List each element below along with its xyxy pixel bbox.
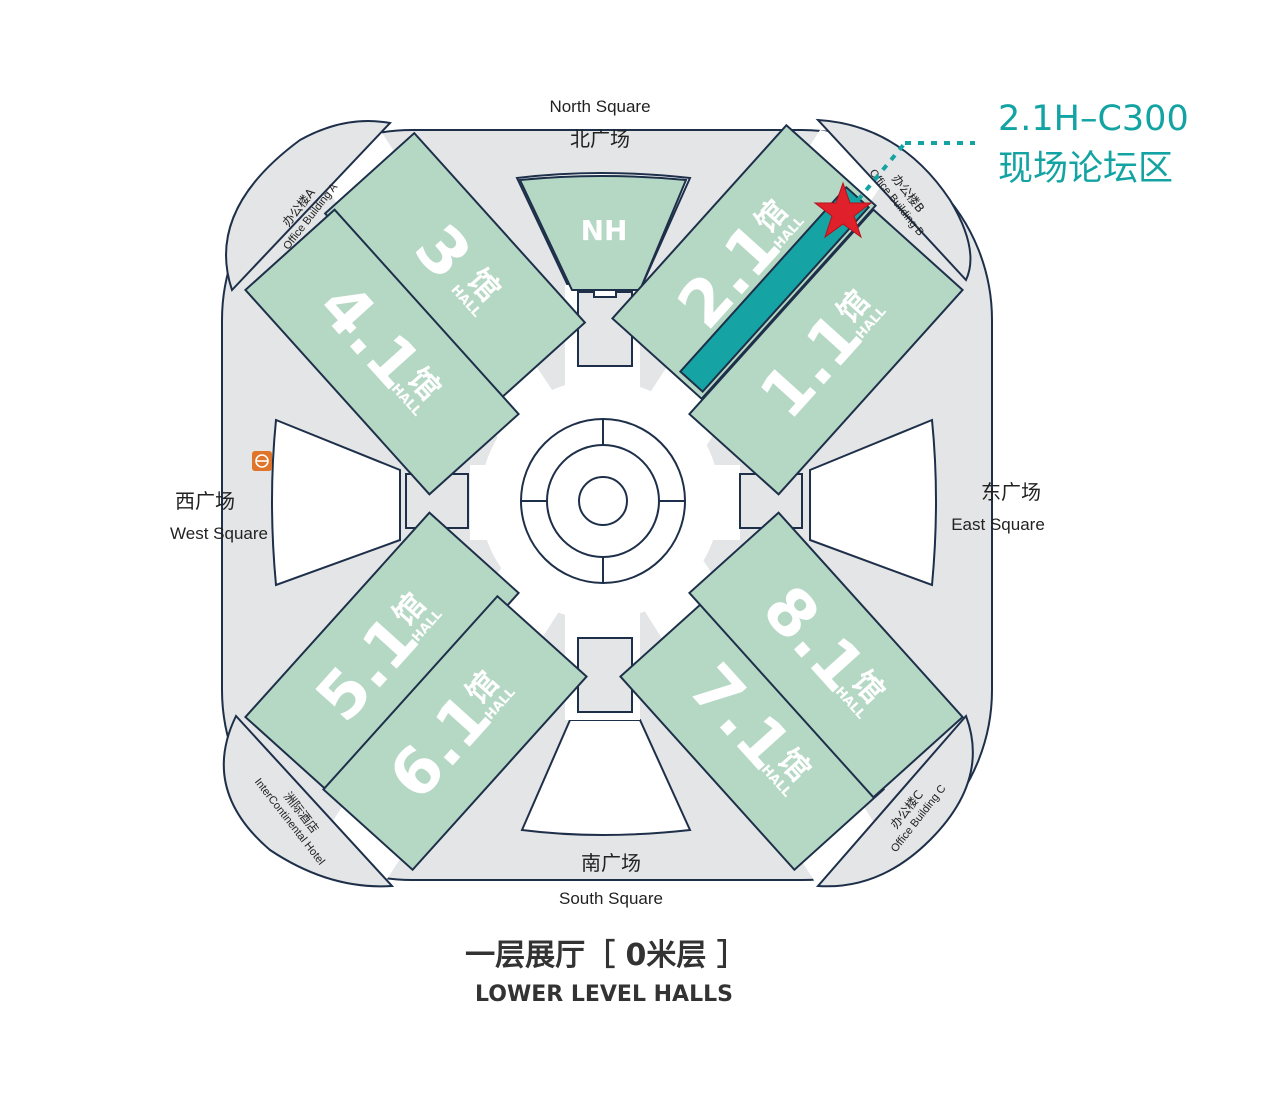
- callout-booth: 2.1H–C300: [998, 99, 1189, 139]
- east-square-zh: 东广场: [981, 480, 1041, 504]
- west-square-zh: 西广场: [175, 489, 235, 513]
- central-rotunda: [520, 418, 686, 584]
- corner-buildings: [222, 118, 974, 888]
- floor-title-en: LOWER LEVEL HALLS: [475, 982, 733, 1007]
- east-square-en: East Square: [951, 515, 1045, 534]
- hall-4-1-block: [243, 208, 521, 496]
- north-square-zh: 北广场: [570, 127, 630, 151]
- hall-2-1-block: [611, 123, 877, 401]
- office-building-c[interactable]: [815, 714, 974, 888]
- hall-8-1-block: [687, 511, 965, 799]
- office-building-b[interactable]: [815, 118, 972, 282]
- highlighted-forum-zone[interactable]: [678, 185, 871, 394]
- hall-6-1-block: [322, 594, 588, 872]
- hall-1-1-block: [687, 208, 965, 496]
- office-building-a[interactable]: [225, 120, 393, 292]
- floor-title-zh: 一层展厅［ 0米层 ］: [465, 938, 747, 973]
- callout-area: 现场论坛区: [998, 149, 1173, 189]
- intercontinental-hotel[interactable]: [222, 714, 395, 888]
- west-square-en: West Square: [170, 524, 268, 543]
- halls-layer: 3馆HALL4.1馆HALL2.1馆HALL1.1馆HALL5.1馆HALL6.…: [243, 123, 965, 872]
- north-square-en: North Square: [549, 97, 650, 116]
- metro-icon: [252, 451, 272, 471]
- south-square-en: South Square: [559, 889, 663, 908]
- hall-nh[interactable]: NH: [518, 175, 688, 291]
- south-square-zh: 南广场: [581, 851, 641, 875]
- hall-nh-label: NH: [581, 214, 628, 247]
- star-marker-icon[interactable]: [813, 181, 873, 239]
- square-labels: North Square 北广场 南广场 South Square 西广场 We…: [170, 97, 1045, 908]
